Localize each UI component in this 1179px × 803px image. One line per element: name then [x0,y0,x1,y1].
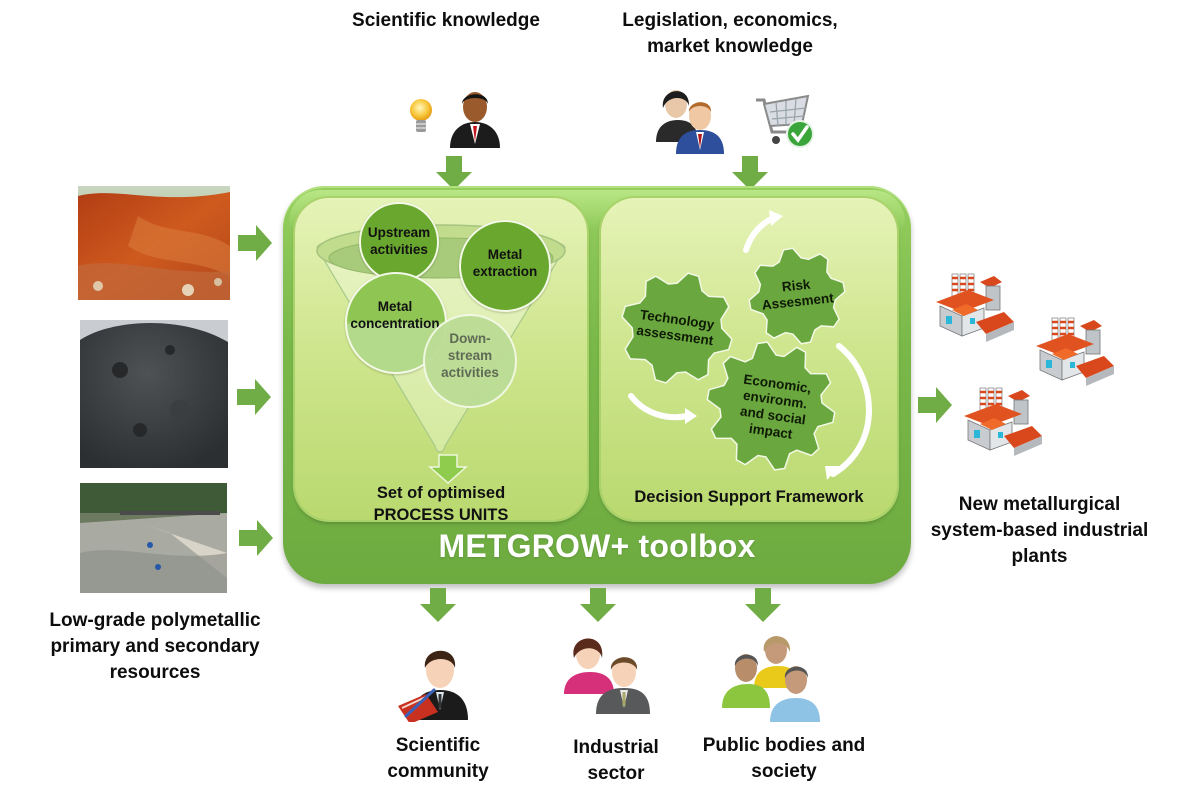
scientific-community-line1: Scientific [395,735,481,756]
legislation-label-line1: Legislation, economics, [622,10,838,31]
scientific-community-caption: Scientific community [372,733,504,785]
upstream-line1: Upstream [367,225,431,240]
technology-assessment-gear [621,272,733,384]
process-caption-line2: PROCESS UNITS [373,506,509,524]
metgrow-toolbox: Upstream activities Metal extraction Met… [283,186,911,584]
funnel-output-arrow [428,454,468,484]
impact-assessment-gear [706,341,836,471]
arrow-down-public-bodies [745,588,781,622]
downstream-activities-text: Down- stream activities [423,330,517,381]
factory-icon-2 [1032,316,1118,392]
red-laterite-mine-photo [78,186,230,300]
plants-caption-line2: system-based industrial [930,520,1149,541]
decision-support-caption: Decision Support Framework [634,488,864,506]
upstream-activities-circle [359,202,439,282]
arrow-right-input-1 [238,225,272,261]
metal-extraction-circle [459,220,551,312]
cycle-arrow-top [743,215,776,253]
tailings-site-photo [80,483,227,593]
factory-icon-3 [960,386,1046,462]
arrow-right-input-3 [239,520,273,556]
decision-support-panel: Technology assessment Risk Assesment Eco… [601,198,897,520]
arrow-down-industrial-sector [580,588,616,622]
upstream-line2: activities [370,242,428,257]
metal-concentration-text: Metal concentration [339,298,451,332]
public-group-icon [722,636,820,722]
resources-caption: Low-grade polymetallic primary and secon… [20,608,290,686]
grey-powder-residue-photo [80,320,228,468]
concentration-line1: Metal [377,299,413,314]
business-couple-icon [656,90,724,154]
resources-caption-line3: resources [109,662,201,683]
concentration-line2: concentration [350,316,440,331]
public-bodies-line2: society [751,761,817,782]
extraction-line1: Metal [487,247,523,262]
cycle-arrow-left [628,393,690,421]
scientist-with-book-icon [398,650,468,722]
downstream-line2: stream [447,348,493,363]
scientist-person-icon [450,92,500,148]
industrial-sector-line1: Industrial [573,737,659,758]
public-bodies-caption: Public bodies and society [692,733,876,785]
process-units-panel: Upstream activities Metal extraction Met… [295,198,587,524]
industrial-sector-caption: Industrial sector [548,735,684,787]
factory-icon-1 [932,272,1018,348]
shopping-cart-check-icon [756,94,814,148]
lightbulb-icon [410,99,432,132]
process-caption-line1: Set of optimised [376,484,506,502]
arrow-down-scientific-knowledge [436,156,472,190]
arrow-down-scientific-community [420,588,456,622]
extraction-line2: extraction [472,264,538,279]
downstream-line1: Down- [449,331,491,346]
industrial-plants-caption: New metallurgical system-based industria… [900,492,1179,570]
process-units-caption: Set of optimised PROCESS UNITS [295,482,587,526]
downstream-activities-circle [423,314,517,408]
upstream-activities-text: Upstream activities [359,224,439,258]
scientific-community-line2: community [387,761,489,782]
arrow-down-legislation [732,156,768,190]
legislation-label-line2: market knowledge [647,36,813,57]
resources-caption-line1: Low-grade polymetallic [49,610,261,631]
downstream-line3: activities [441,365,499,380]
toolbox-title: METGROW+ toolbox [438,528,756,564]
legislation-knowledge-label: Legislation, economics, market knowledge [600,8,860,60]
plants-caption-line3: plants [1011,546,1068,567]
arrow-right-output [918,387,952,423]
metal-extraction-text: Metal extraction [459,246,551,280]
industrial-sector-line2: sector [587,763,645,784]
scientific-knowledge-label: Scientific knowledge [352,10,540,31]
arrow-right-input-2 [237,379,271,415]
public-bodies-line1: Public bodies and [702,735,866,756]
cycle-arrow-right [830,343,872,477]
resources-caption-line2: primary and secondary [50,636,260,657]
risk-assessment-gear [748,247,846,345]
gears-graphic [621,210,872,480]
plants-caption-line1: New metallurgical [958,494,1121,515]
industrial-couple-icon [564,638,650,714]
